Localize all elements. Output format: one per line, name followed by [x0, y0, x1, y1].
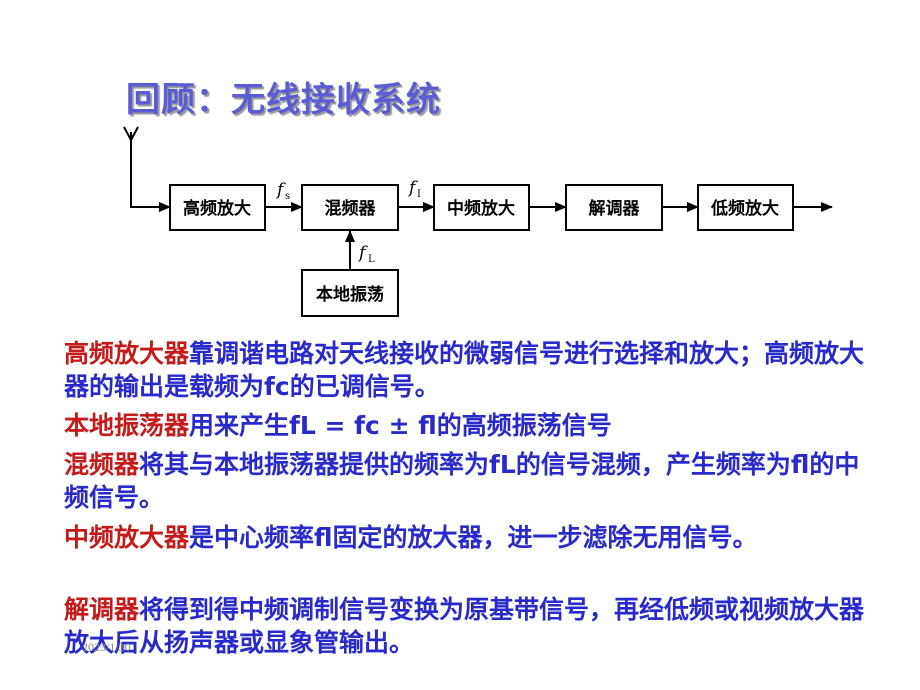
paragraph-text: 将得到得中频调制信号变换为原基带信号，再经低频或视频放大器放大后从扬声器或显象管…	[64, 595, 865, 657]
paragraph-text: 靠调谐电路对天线接收的微弱信号进行选择和放大；高频放大器的输出是载频为fc的已调…	[64, 339, 865, 401]
term-label: 高频放大器	[64, 339, 190, 368]
paragraph-if-amplifier: 中频放大器是中心频率fl固定的放大器，进一步滤除无用信号。	[64, 521, 884, 554]
block-rf-amplifier: 高频放大	[169, 184, 266, 231]
block-local-oscillator: 本地振荡	[301, 269, 399, 317]
svg-text:f: f	[407, 178, 418, 198]
svg-text:f: f	[357, 243, 368, 263]
antenna-icon	[123, 126, 139, 207]
paragraph-local-oscillator: 本地振荡器用来产生fL = fc ± fl的高频振荡信号	[64, 409, 884, 442]
svg-text:解调器: 解调器	[589, 198, 641, 219]
page-title: 回顾：无线接收系统	[126, 80, 441, 120]
svg-text:I: I	[417, 189, 421, 200]
svg-text:中频放大: 中频放大	[447, 198, 515, 219]
svg-text:低频放大: 低频放大	[710, 198, 779, 219]
svg-text:本地振荡: 本地振荡	[316, 284, 384, 305]
paragraph-demodulator: 解调器将得到得中频调制信号变换为原基带信号，再经低频或视频放大器放大后从扬声器或…	[64, 593, 884, 659]
term-label: 本地振荡器	[64, 411, 190, 440]
term-label: 混频器	[64, 450, 140, 479]
signal-label-fi: f I	[407, 178, 421, 200]
svg-text:f: f	[275, 180, 286, 200]
svg-text:s: s	[285, 191, 290, 202]
signal-label-fs: f s	[275, 180, 290, 202]
block-mixer: 混频器	[301, 184, 399, 231]
paragraph-rf-amplifier: 高频放大器靠调谐电路对天线接收的微弱信号进行选择和放大；高频放大器的输出是载频为…	[64, 337, 884, 403]
svg-text:混频器: 混频器	[325, 198, 377, 219]
svg-text:高频放大: 高频放大	[183, 198, 251, 219]
paragraph-mixer: 混频器将其与本地振荡器提供的频率为fL的信号混频，产生频率为fl的中频信号。	[64, 448, 884, 514]
paragraph-text: 将其与本地振荡器提供的频率为fL的信号混频，产生频率为fl的中频信号。	[64, 450, 860, 512]
slide-date-footer: 2023/1/30	[82, 640, 131, 654]
term-label: 解调器	[64, 595, 140, 624]
signal-label-fl: f L	[357, 243, 375, 265]
svg-text:L: L	[368, 254, 375, 265]
term-label: 中频放大器	[64, 523, 190, 552]
block-if-amplifier: 中频放大	[433, 184, 530, 231]
block-lf-amplifier: 低频放大	[697, 184, 794, 231]
paragraph-text: 是中心频率fl固定的放大器，进一步滤除无用信号。	[189, 523, 758, 552]
block-demodulator: 解调器	[565, 184, 663, 231]
paragraph-text: 用来产生fL = fc ± fl的高频振荡信号	[189, 411, 612, 440]
receiver-block-diagram: 高频放大 混频器 中频放大 解调器 低频放大 本地振荡 f s f I f L	[123, 126, 833, 317]
